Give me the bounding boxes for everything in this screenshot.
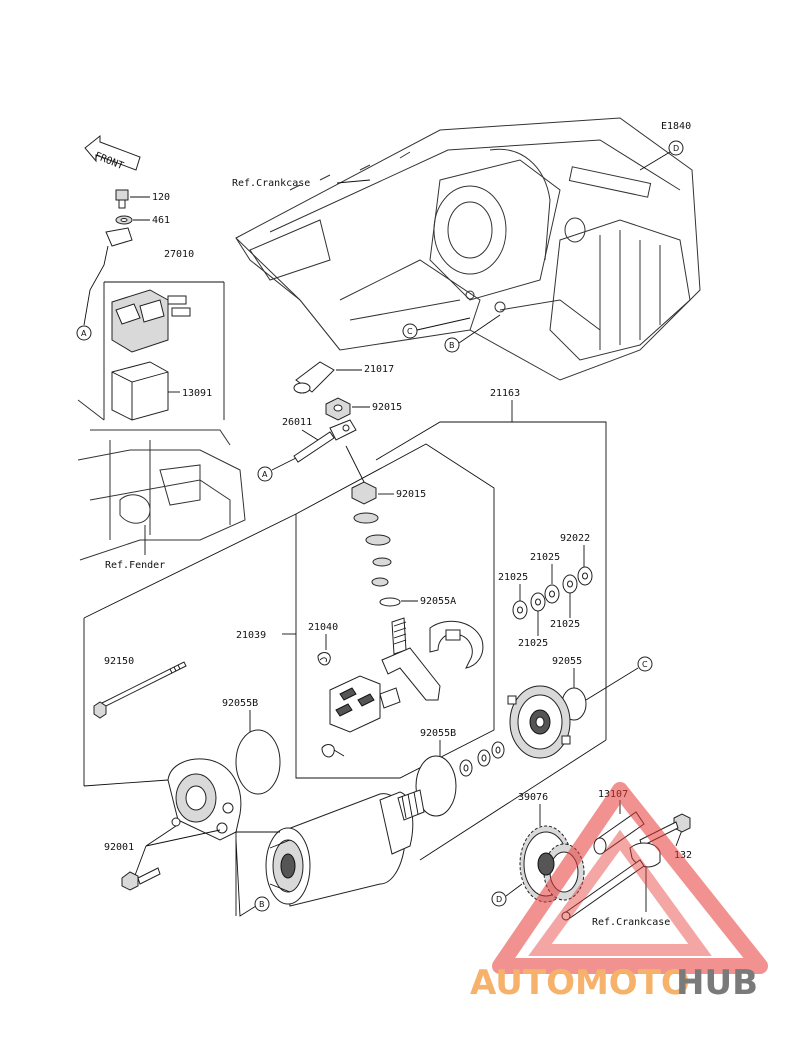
callout-c-mid: C <box>637 656 653 672</box>
front-arrow-icon: FRONT <box>84 134 141 172</box>
svg-text:C: C <box>407 327 413 336</box>
callout-d-top: D <box>639 140 684 171</box>
svg-text:B: B <box>259 900 265 909</box>
bracket-21039 <box>295 443 495 779</box>
gear-shaft-link <box>561 842 661 921</box>
bolt-120 <box>115 189 129 209</box>
callout-b-top: B <box>444 314 501 353</box>
ref-crankcase-bottom-label: Ref.Crankcase <box>592 917 670 928</box>
starter-end-cover <box>507 685 571 759</box>
part-132: 132 <box>674 850 692 861</box>
part-21040: 21040 <box>308 622 338 633</box>
bolt-92001 <box>121 867 161 891</box>
part-21025-c: 21025 <box>518 638 548 649</box>
part-92001: 92001 <box>104 842 134 853</box>
part-92055B-mid: 92055B <box>420 728 456 739</box>
bracket-terminal <box>83 227 133 326</box>
part-26011: 26011 <box>282 417 312 428</box>
callout-a-mid: A <box>257 466 273 482</box>
brush-lead <box>381 617 441 701</box>
nut-92015-top <box>325 397 351 421</box>
callout-b-bottom: B <box>254 896 270 912</box>
part-39076: 39076 <box>518 792 548 803</box>
brush-plate <box>329 675 401 733</box>
washers-chain <box>459 741 505 777</box>
svg-text:B: B <box>449 341 455 350</box>
part-120: 120 <box>152 192 170 203</box>
starter-relay-27010 <box>111 289 191 353</box>
part-92015-top: 92015 <box>372 402 402 413</box>
part-92055B-left: 92055B <box>222 698 258 709</box>
svg-text:A: A <box>262 470 268 479</box>
automotohub-watermark: AUTOMOTO HUB <box>470 782 768 1003</box>
relay-cover-13091 <box>111 361 169 421</box>
part-13091: 13091 <box>182 388 212 399</box>
svg-text:AUTOMOTO: AUTOMOTO <box>470 963 690 1003</box>
spring-21040 <box>317 652 331 666</box>
ref-crankcase-top-label: Ref.Crankcase <box>232 178 310 189</box>
fender-illustration <box>77 399 246 561</box>
svg-text:D: D <box>496 895 502 904</box>
svg-text:C: C <box>642 660 648 669</box>
spring-lower <box>321 744 345 758</box>
oring-92055B-left <box>235 729 281 795</box>
callout-c-top: C <box>402 317 471 339</box>
part-21163: 21163 <box>490 388 520 399</box>
oring-92055B-mid <box>415 755 457 817</box>
part-461: 461 <box>152 215 170 226</box>
starter-cable-26011 <box>271 419 357 471</box>
washer-set-right <box>512 566 593 620</box>
starter-motor <box>265 789 425 907</box>
part-27010: 27010 <box>164 249 194 260</box>
callout-d-bottom: D <box>491 891 507 907</box>
svg-text:HUB: HUB <box>676 963 758 1003</box>
svg-text:A: A <box>81 329 87 338</box>
cable-boot-21017 <box>293 361 335 394</box>
long-bolt-92150 <box>93 661 187 719</box>
starter-front-cover <box>167 758 242 841</box>
part-92055: 92055 <box>552 656 582 667</box>
part-21025-a: 21025 <box>530 552 560 563</box>
part-92022: 92022 <box>560 533 590 544</box>
part-21017: 21017 <box>364 364 394 375</box>
nut-92015-mid <box>351 481 377 505</box>
part-92150: 92150 <box>104 656 134 667</box>
bracket-21163 <box>375 421 607 740</box>
washer-461 <box>115 215 133 225</box>
part-21025-d: 21025 <box>550 619 580 630</box>
brush-holder-cover <box>429 620 484 669</box>
part-21025-b: 21025 <box>498 572 528 583</box>
callout-a-left: A <box>76 325 92 341</box>
diagram-code: E1840 <box>661 121 691 132</box>
oring-92055A <box>379 597 401 607</box>
crankcase-illustration <box>235 117 701 381</box>
part-92055A: 92055A <box>420 596 456 607</box>
part-21039: 21039 <box>236 630 266 641</box>
washer-stack <box>353 512 392 587</box>
part-92015-mid: 92015 <box>396 489 426 500</box>
svg-text:D: D <box>673 144 679 153</box>
ref-fender-label: Ref.Fender <box>105 560 165 571</box>
